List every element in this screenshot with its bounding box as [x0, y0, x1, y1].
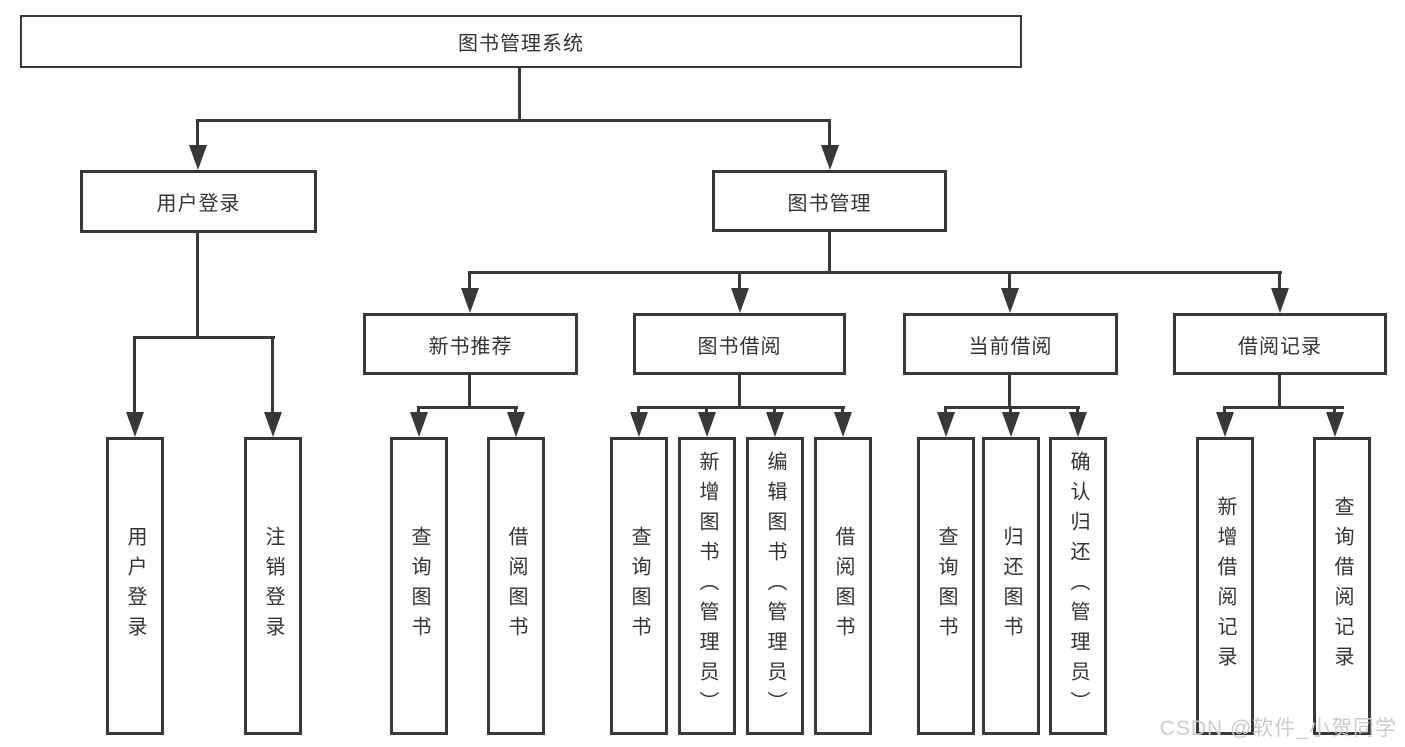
node-label: 注销登录: [262, 526, 284, 646]
leaf-logout: 注销登录: [244, 437, 302, 735]
node-label: 当前借阅: [968, 335, 1053, 358]
node-label: 借阅图书: [832, 526, 854, 646]
node-book-management: 图书管理: [712, 170, 947, 232]
leaf-return-books: 归还图书: [982, 437, 1040, 735]
leaf-borrow-books-2: 借阅图书: [814, 437, 872, 735]
connector-drop: [637, 406, 640, 415]
connector-book-mgmt-stem: [828, 232, 831, 274]
leaf-user-login: 用户登录: [106, 437, 164, 735]
node-label: 查询图书: [408, 526, 430, 646]
leaf-query-borrow-record: 查询借阅记录: [1313, 437, 1371, 735]
arrow-down-icon: [731, 288, 749, 313]
node-book-borrowing: 图书借阅: [633, 313, 846, 375]
connector-drop: [1076, 406, 1079, 415]
node-user-login: 用户登录: [80, 170, 317, 233]
connector-root-to-book-mgmt: [828, 119, 831, 148]
connector-drop: [944, 406, 947, 415]
arrow-down-icon: [834, 412, 852, 437]
node-label: 借阅图书: [505, 526, 527, 646]
node-label: 查询图书: [628, 526, 650, 646]
connector-to-leaf-logout: [271, 336, 274, 414]
arrow-down-icon: [410, 412, 428, 437]
node-label: 图书管理: [787, 192, 872, 215]
connector-current-borrow-rail: [944, 406, 1080, 409]
node-label: 图书借阅: [697, 335, 782, 358]
connector-drop: [841, 406, 844, 415]
connector-new-book-stem: [468, 375, 471, 409]
connector-new-book-rail: [417, 406, 518, 409]
arrow-down-icon: [264, 412, 282, 437]
connector-drop: [1333, 406, 1336, 415]
leaf-query-books-1: 查询图书: [390, 437, 448, 735]
arrow-down-icon: [821, 145, 839, 170]
arrow-down-icon: [766, 412, 784, 437]
connector-to-current-borrow: [1008, 271, 1011, 290]
node-label: 新增借阅记录: [1214, 496, 1236, 676]
node-label: 确认归还（管理员）: [1067, 451, 1089, 721]
connector-user-login-stem: [196, 233, 199, 339]
arrow-down-icon: [1326, 412, 1344, 437]
connector-root-to-user-login: [196, 119, 199, 148]
node-label: 新增图书（管理员）: [696, 451, 718, 721]
connector-root-rail: [197, 119, 831, 122]
arrow-down-icon: [507, 412, 525, 437]
leaf-query-books-3: 查询图书: [917, 437, 975, 735]
node-label: 用户登录: [124, 526, 146, 646]
node-label: 查询借阅记录: [1331, 496, 1353, 676]
csdn-watermark: CSDN @软件_小贺同学: [1159, 717, 1397, 740]
connector-drop: [773, 406, 776, 415]
arrow-down-icon: [189, 145, 207, 170]
arrow-down-icon: [937, 412, 955, 437]
node-label: 新书推荐: [428, 335, 513, 358]
node-new-book-recommend: 新书推荐: [363, 313, 578, 375]
connector-book-borrow-stem: [738, 375, 741, 409]
node-label: 用户登录: [156, 193, 241, 215]
connector-borrow-record-stem: [1278, 375, 1281, 409]
node-label: 归还图书: [1000, 526, 1022, 646]
arrow-down-icon: [698, 412, 716, 437]
node-label: 图书管理系统: [458, 33, 584, 55]
leaf-add-borrow-record: 新增借阅记录: [1196, 437, 1254, 735]
leaf-borrow-books-1: 借阅图书: [487, 437, 545, 735]
node-root-library-management-system: 图书管理系统: [20, 15, 1022, 68]
connector-borrow-record-rail: [1223, 406, 1344, 409]
connector-to-leaf-user-login: [133, 336, 136, 414]
node-label: 编辑图书（管理员）: [764, 451, 786, 721]
arrow-down-icon: [1271, 288, 1289, 313]
connector-current-borrow-stem: [1008, 375, 1011, 409]
arrow-down-icon: [1069, 412, 1087, 437]
connector-root-stem: [518, 68, 521, 121]
leaf-confirm-return-admin: 确认归还（管理员）: [1049, 437, 1107, 735]
connector-user-login-rail: [133, 336, 275, 339]
arrow-down-icon: [1001, 288, 1019, 313]
connector-drop: [705, 406, 708, 415]
connector-to-book-borrow: [738, 271, 741, 290]
connector-to-borrow-record: [1278, 271, 1281, 290]
node-borrow-records: 借阅记录: [1173, 313, 1387, 375]
connector-drop: [1223, 406, 1226, 415]
arrow-down-icon: [461, 288, 479, 313]
leaf-query-books-2: 查询图书: [610, 437, 668, 735]
connector-drop: [417, 406, 420, 415]
leaf-edit-books-admin: 编辑图书（管理员）: [746, 437, 804, 735]
leaf-add-books-admin: 新增图书（管理员）: [678, 437, 736, 735]
arrow-down-icon: [126, 412, 144, 437]
arrow-down-icon: [1216, 412, 1234, 437]
connector-to-new-book: [468, 271, 471, 290]
connector-book-mgmt-rail: [468, 271, 1282, 274]
node-label: 借阅记录: [1238, 335, 1322, 358]
arrow-down-icon: [1002, 412, 1020, 437]
connector-drop: [514, 406, 517, 415]
connector-book-borrow-rail: [637, 406, 845, 409]
arrow-down-icon: [630, 412, 648, 437]
node-label: 查询图书: [935, 526, 957, 646]
node-current-borrowing: 当前借阅: [903, 313, 1118, 375]
connector-drop: [1009, 406, 1012, 415]
